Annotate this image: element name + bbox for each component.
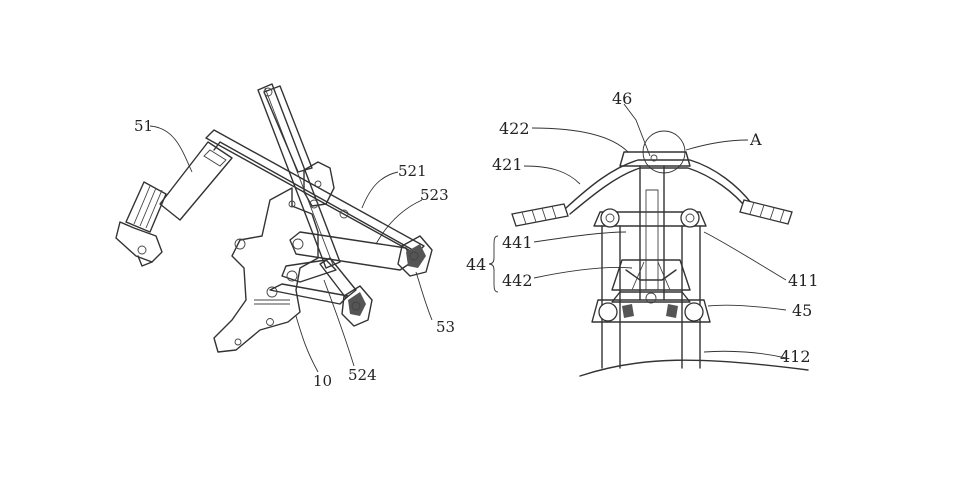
leader-441	[533, 231, 627, 243]
label-524: 524	[348, 366, 377, 384]
base-bracket	[213, 161, 335, 353]
right-handlebar-figure: 46 422 A 421 441 44 442 411 45 412	[466, 89, 819, 377]
foot-peg-524	[341, 285, 373, 327]
foot-peg-523	[397, 235, 433, 277]
label-45: 45	[792, 301, 812, 320]
label-442: 442	[502, 271, 533, 290]
label-46: 46	[612, 89, 632, 108]
leader-422	[531, 127, 629, 153]
label-523: 523	[420, 186, 449, 204]
leader-412	[703, 350, 787, 359]
label-10: 10	[313, 372, 332, 390]
label-411: 411	[788, 271, 819, 290]
leader-411	[703, 231, 787, 281]
fork-tubes	[601, 165, 701, 369]
leader-45	[707, 304, 787, 311]
leader-523	[375, 199, 423, 245]
label-53: 53	[436, 318, 455, 336]
leader-421	[523, 165, 581, 185]
leader-521	[361, 171, 399, 209]
label-441: 441	[502, 233, 533, 252]
fender-arc	[579, 359, 809, 377]
triangle-frame	[205, 83, 425, 269]
label-a: A	[749, 130, 762, 149]
label-422: 422	[499, 119, 530, 138]
label-421: 421	[492, 155, 523, 174]
leader-524	[323, 279, 355, 367]
leader-a	[685, 139, 749, 151]
left-mechanism-figure: 51 521 523 53 524 10	[115, 83, 455, 390]
label-51: 51	[134, 117, 153, 135]
leader-46	[623, 103, 651, 157]
label-412: 412	[780, 347, 811, 366]
lower-triple-clamp	[591, 291, 711, 323]
leader-10	[295, 315, 319, 373]
leader-51	[149, 125, 193, 173]
linear-actuator	[115, 141, 233, 267]
upper-triple-clamp	[593, 208, 707, 228]
leader-442	[533, 267, 633, 279]
swing-arms	[269, 231, 413, 305]
label-44: 44	[466, 255, 486, 274]
handlebar	[511, 151, 793, 227]
steering-linkage	[611, 259, 691, 291]
leader-53	[415, 271, 433, 321]
label-521: 521	[398, 162, 427, 180]
brace-44	[488, 235, 499, 293]
